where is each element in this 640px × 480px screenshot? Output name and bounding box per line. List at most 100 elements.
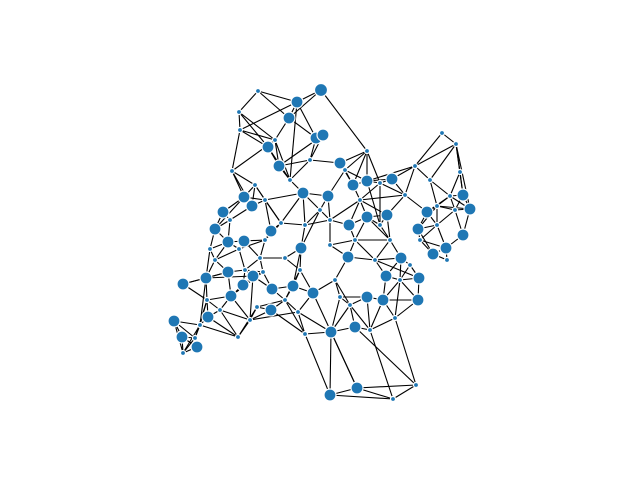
graph-edge [297, 311, 306, 335]
graph-edge [354, 239, 376, 261]
graph-node [438, 129, 446, 137]
graph-edge [349, 304, 371, 331]
graph-node [201, 310, 215, 324]
graph-node [226, 216, 234, 224]
graph-node [324, 325, 338, 339]
graph-edge [356, 384, 417, 389]
graph-node [426, 176, 434, 184]
graph-node [245, 199, 259, 213]
graph-edge [254, 184, 282, 224]
graph-node [326, 241, 334, 249]
graph-node [323, 388, 337, 402]
graph-node [433, 202, 441, 210]
graph-node [256, 254, 264, 262]
graph-edge [404, 165, 416, 196]
graph-node [286, 176, 294, 184]
graph-node [439, 241, 453, 255]
graph-node [216, 306, 224, 314]
graph-node [412, 271, 426, 285]
graph-node [342, 218, 356, 232]
graph-node [451, 206, 459, 214]
graph-node [443, 256, 451, 264]
graph-node [253, 303, 261, 311]
graph-node [376, 221, 384, 229]
graph-node [246, 316, 254, 324]
graph-node [228, 167, 236, 175]
graph-node [326, 216, 334, 224]
graph-edge [238, 248, 246, 271]
graph-node [196, 321, 204, 329]
graph-node [296, 266, 304, 274]
graph-edge [238, 111, 276, 141]
graph-node [294, 241, 308, 255]
graph-node [456, 188, 470, 202]
graph-edge [259, 239, 266, 259]
graph-edge [231, 170, 256, 186]
graph-node [241, 266, 249, 274]
graph-edge [394, 279, 401, 319]
graph-node [333, 156, 347, 170]
graph-edge [329, 394, 394, 400]
graph-node [237, 190, 251, 204]
graph-node [261, 236, 269, 244]
graph-node [175, 330, 189, 344]
graph-node [389, 395, 397, 403]
graph-edge [194, 299, 208, 339]
graph-node [265, 282, 279, 296]
graph-node [396, 276, 404, 284]
graph-node [259, 268, 267, 276]
graph-node [261, 140, 275, 154]
graph-edge [359, 194, 406, 201]
graph-node [348, 320, 362, 334]
graph-edge [330, 331, 358, 389]
graph-edge [270, 309, 306, 335]
graph-node [277, 219, 285, 227]
graph-edge [289, 159, 311, 181]
graph-edge [274, 139, 291, 181]
graph-node [203, 296, 211, 304]
graph-node [208, 222, 222, 236]
graph-node [316, 128, 330, 142]
graph-node [221, 265, 235, 279]
graph-node [179, 349, 187, 357]
graph-node [463, 202, 477, 216]
graph-node [360, 174, 374, 188]
graph-node [363, 147, 371, 155]
graph-edge [392, 384, 417, 400]
graph-edge [214, 248, 240, 261]
graph-node [411, 222, 425, 236]
graph-node [360, 210, 374, 224]
graph-node [411, 162, 419, 170]
graph-edge [219, 309, 251, 321]
graph-node [236, 126, 244, 134]
graph-edge [238, 111, 269, 148]
graph-edge [300, 209, 321, 249]
graph-node [190, 340, 204, 354]
graph-edge [249, 275, 254, 321]
graph-node [281, 254, 289, 262]
graph-node [341, 250, 355, 264]
graph-node [237, 234, 251, 248]
graph-node [446, 192, 454, 200]
graph-edge [429, 143, 457, 181]
graph-edge [284, 299, 306, 335]
graph-edge [334, 279, 351, 306]
graph-edge [280, 222, 306, 226]
graph-edge [344, 150, 368, 171]
graph-node [341, 166, 349, 174]
graph-edge [329, 331, 332, 396]
graph-edge [369, 317, 396, 331]
graph-node [452, 140, 460, 148]
graph-edge [239, 101, 298, 131]
graph-node [385, 172, 399, 186]
graph-node [350, 381, 364, 395]
graph-node [221, 235, 235, 249]
graph-node [294, 308, 302, 316]
graph-node [306, 156, 314, 164]
graph-node [272, 159, 286, 173]
graph-node [306, 286, 320, 300]
graph-edge [244, 257, 261, 271]
graph-node [313, 82, 329, 98]
graph-edge [354, 326, 417, 386]
graph-edge [237, 306, 258, 338]
